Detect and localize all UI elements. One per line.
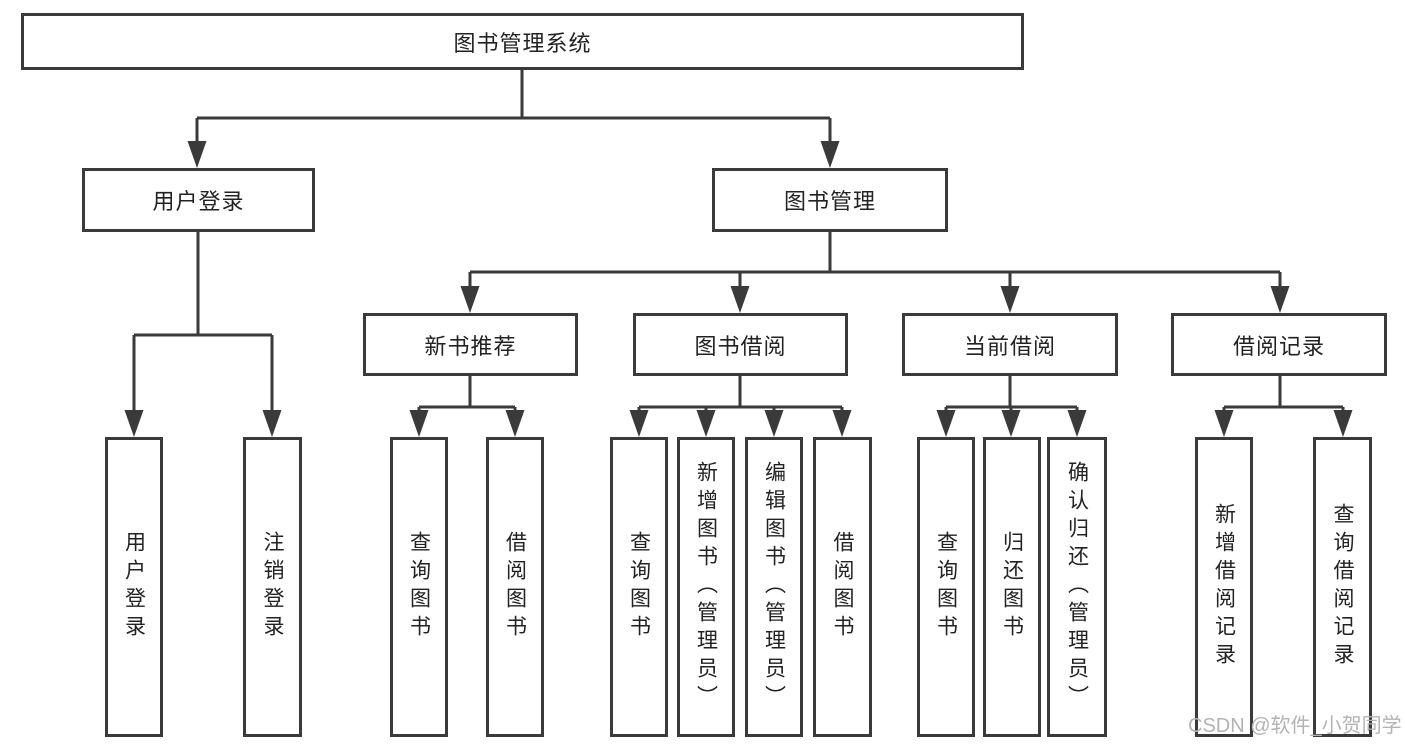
leaf-logout: 注销登录 xyxy=(243,437,302,737)
csdn-watermark: CSDN @软件_小贺同学 xyxy=(1188,715,1402,737)
node-label: 新增图书（管理员） xyxy=(694,461,718,713)
leaf-edit-books-admin: 编辑图书（管理员） xyxy=(745,437,803,737)
leaf-user-login: 用户登录 xyxy=(105,437,163,737)
node-label: 图书借阅 xyxy=(694,333,787,359)
leaf-add-borrow-record: 新增借阅记录 xyxy=(1195,437,1253,737)
node-current-borrow: 当前借阅 xyxy=(902,313,1118,376)
leaf-add-books-admin: 新增图书（管理员） xyxy=(677,437,735,737)
leaf-borrow-books-1: 借阅图书 xyxy=(486,437,544,737)
node-root: 图书管理系统 xyxy=(21,13,1024,70)
leaf-query-books-1: 查询图书 xyxy=(390,437,448,737)
node-label: 借阅图书 xyxy=(831,531,854,643)
node-label: 编辑图书（管理员） xyxy=(762,461,786,713)
node-label: 归还图书 xyxy=(1000,531,1024,643)
node-label: 查询借阅记录 xyxy=(1331,503,1354,671)
leaf-query-borrow-record: 查询借阅记录 xyxy=(1313,437,1372,737)
leaf-borrow-books-2: 借阅图书 xyxy=(813,437,872,737)
leaf-return-books: 归还图书 xyxy=(983,437,1041,737)
node-label: 借阅记录 xyxy=(1232,333,1325,359)
leaf-query-books-2: 查询图书 xyxy=(610,437,668,737)
node-label: 借阅图书 xyxy=(503,531,527,643)
leaf-query-books-3: 查询图书 xyxy=(917,437,975,737)
node-label: 查询图书 xyxy=(627,531,651,643)
node-book-management-branch: 图书管理 xyxy=(712,168,948,232)
node-label: 当前借阅 xyxy=(963,333,1056,359)
node-label: 图书管理 xyxy=(783,189,876,214)
node-user-login-branch: 用户登录 xyxy=(82,168,315,232)
node-label: 用户登录 xyxy=(122,531,146,643)
node-label: 查询图书 xyxy=(407,531,431,643)
leaf-confirm-return-admin: 确认归还（管理员） xyxy=(1047,437,1107,737)
node-new-book-recommend: 新书推荐 xyxy=(363,313,578,376)
node-label: 用户登录 xyxy=(152,189,245,214)
node-root-label: 图书管理系统 xyxy=(453,30,592,56)
node-book-borrow: 图书借阅 xyxy=(633,313,848,376)
node-label: 确认归还（管理员） xyxy=(1065,461,1089,713)
node-label: 注销登录 xyxy=(261,531,284,643)
node-label: 新书推荐 xyxy=(424,333,517,359)
node-borrow-records: 借阅记录 xyxy=(1171,313,1387,376)
node-label: 新增借阅记录 xyxy=(1212,503,1236,671)
node-label: 查询图书 xyxy=(934,531,958,643)
